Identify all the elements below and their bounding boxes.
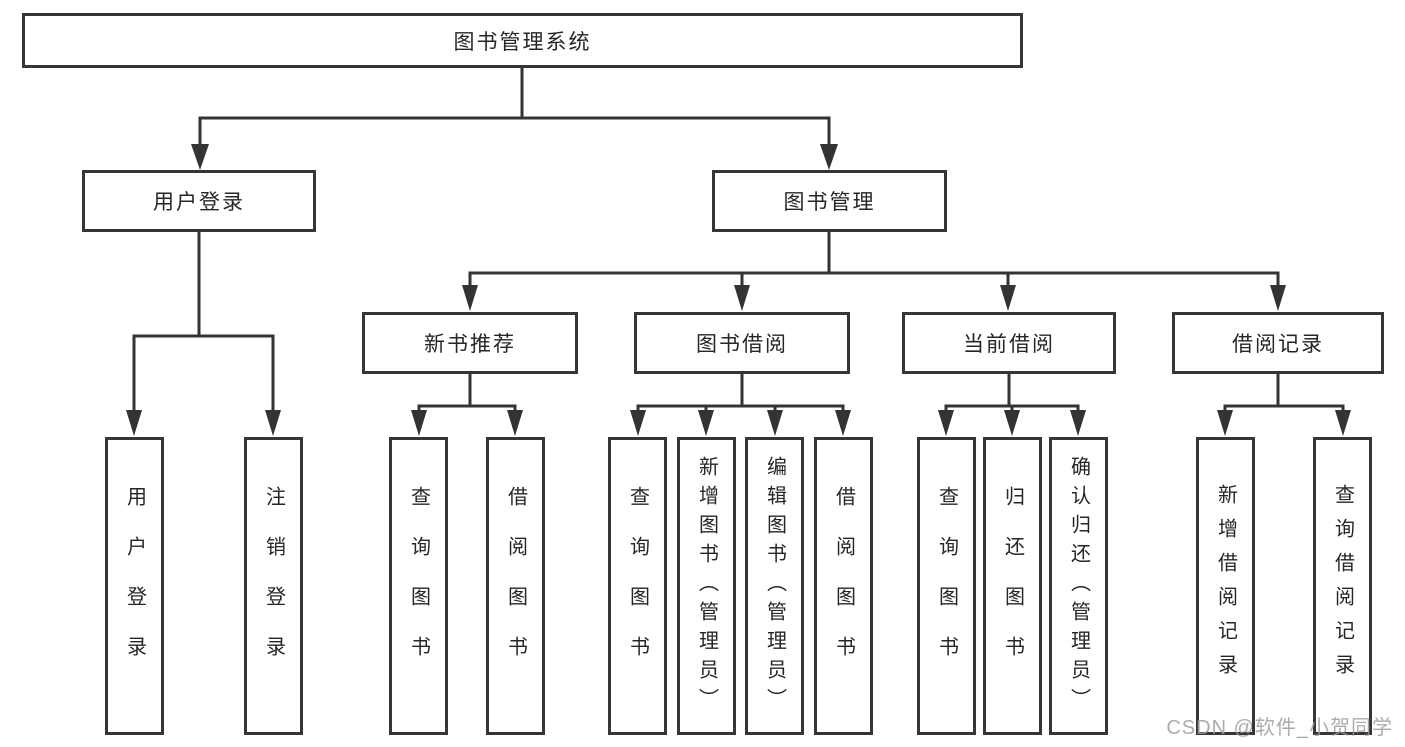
- node-borrow-records-label: 借阅记录: [1232, 333, 1324, 356]
- leaf-borrow-borrow-label: 借阅图书: [832, 486, 855, 686]
- watermark: CSDN @软件_小贺同学: [1166, 717, 1393, 739]
- leaf-borrow-add-admin: 新增图书（管理员）: [677, 437, 736, 735]
- leaf-records-query: 查询借阅记录: [1313, 437, 1372, 735]
- node-user-login: 用户登录: [82, 170, 316, 232]
- node-new-books-label: 新书推荐: [424, 333, 516, 356]
- leaf-borrow-borrow: 借阅图书: [814, 437, 873, 735]
- leaf-logout: 注销登录: [244, 437, 303, 735]
- leaf-borrow-query: 查询图书: [608, 437, 667, 735]
- leaf-records-add: 新增借阅记录: [1196, 437, 1255, 735]
- node-book-borrow: 图书借阅: [634, 312, 850, 374]
- leaf-newbooks-borrow: 借阅图书: [486, 437, 545, 735]
- leaf-current-return-label: 归还图书: [1001, 486, 1024, 686]
- node-root: 图书管理系统: [22, 13, 1023, 68]
- leaf-current-confirm-admin-label: 确认归还（管理员）: [1067, 455, 1090, 717]
- node-book-mgmt: 图书管理: [712, 170, 947, 232]
- leaf-borrow-edit-admin-label: 编辑图书（管理员）: [763, 455, 786, 717]
- leaf-newbooks-query: 查询图书: [389, 437, 448, 735]
- leaf-borrow-add-admin-label: 新增图书（管理员）: [695, 455, 718, 717]
- leaf-current-query: 查询图书: [917, 437, 976, 735]
- leaf-borrow-query-label: 查询图书: [626, 486, 649, 686]
- leaf-user-login: 用户登录: [105, 437, 164, 735]
- leaf-current-return: 归还图书: [983, 437, 1042, 735]
- node-book-borrow-label: 图书借阅: [696, 333, 788, 356]
- node-root-label: 图书管理系统: [453, 30, 592, 54]
- leaf-user-login-label: 用户登录: [123, 486, 146, 686]
- node-user-login-label: 用户登录: [153, 191, 245, 214]
- leaf-records-query-label: 查询借阅记录: [1331, 484, 1354, 688]
- node-new-books: 新书推荐: [362, 312, 578, 374]
- leaf-newbooks-query-label: 查询图书: [407, 486, 430, 686]
- leaf-logout-label: 注销登录: [262, 486, 285, 686]
- node-current-borrow-label: 当前借阅: [963, 333, 1055, 356]
- leaf-current-query-label: 查询图书: [935, 486, 958, 686]
- leaf-borrow-edit-admin: 编辑图书（管理员）: [745, 437, 804, 735]
- node-book-mgmt-label: 图书管理: [783, 191, 876, 214]
- leaf-current-confirm-admin: 确认归还（管理员）: [1049, 437, 1108, 735]
- leaf-newbooks-borrow-label: 借阅图书: [504, 486, 527, 686]
- node-current-borrow: 当前借阅: [902, 312, 1116, 374]
- leaf-records-add-label: 新增借阅记录: [1214, 484, 1237, 688]
- node-borrow-records: 借阅记录: [1172, 312, 1384, 374]
